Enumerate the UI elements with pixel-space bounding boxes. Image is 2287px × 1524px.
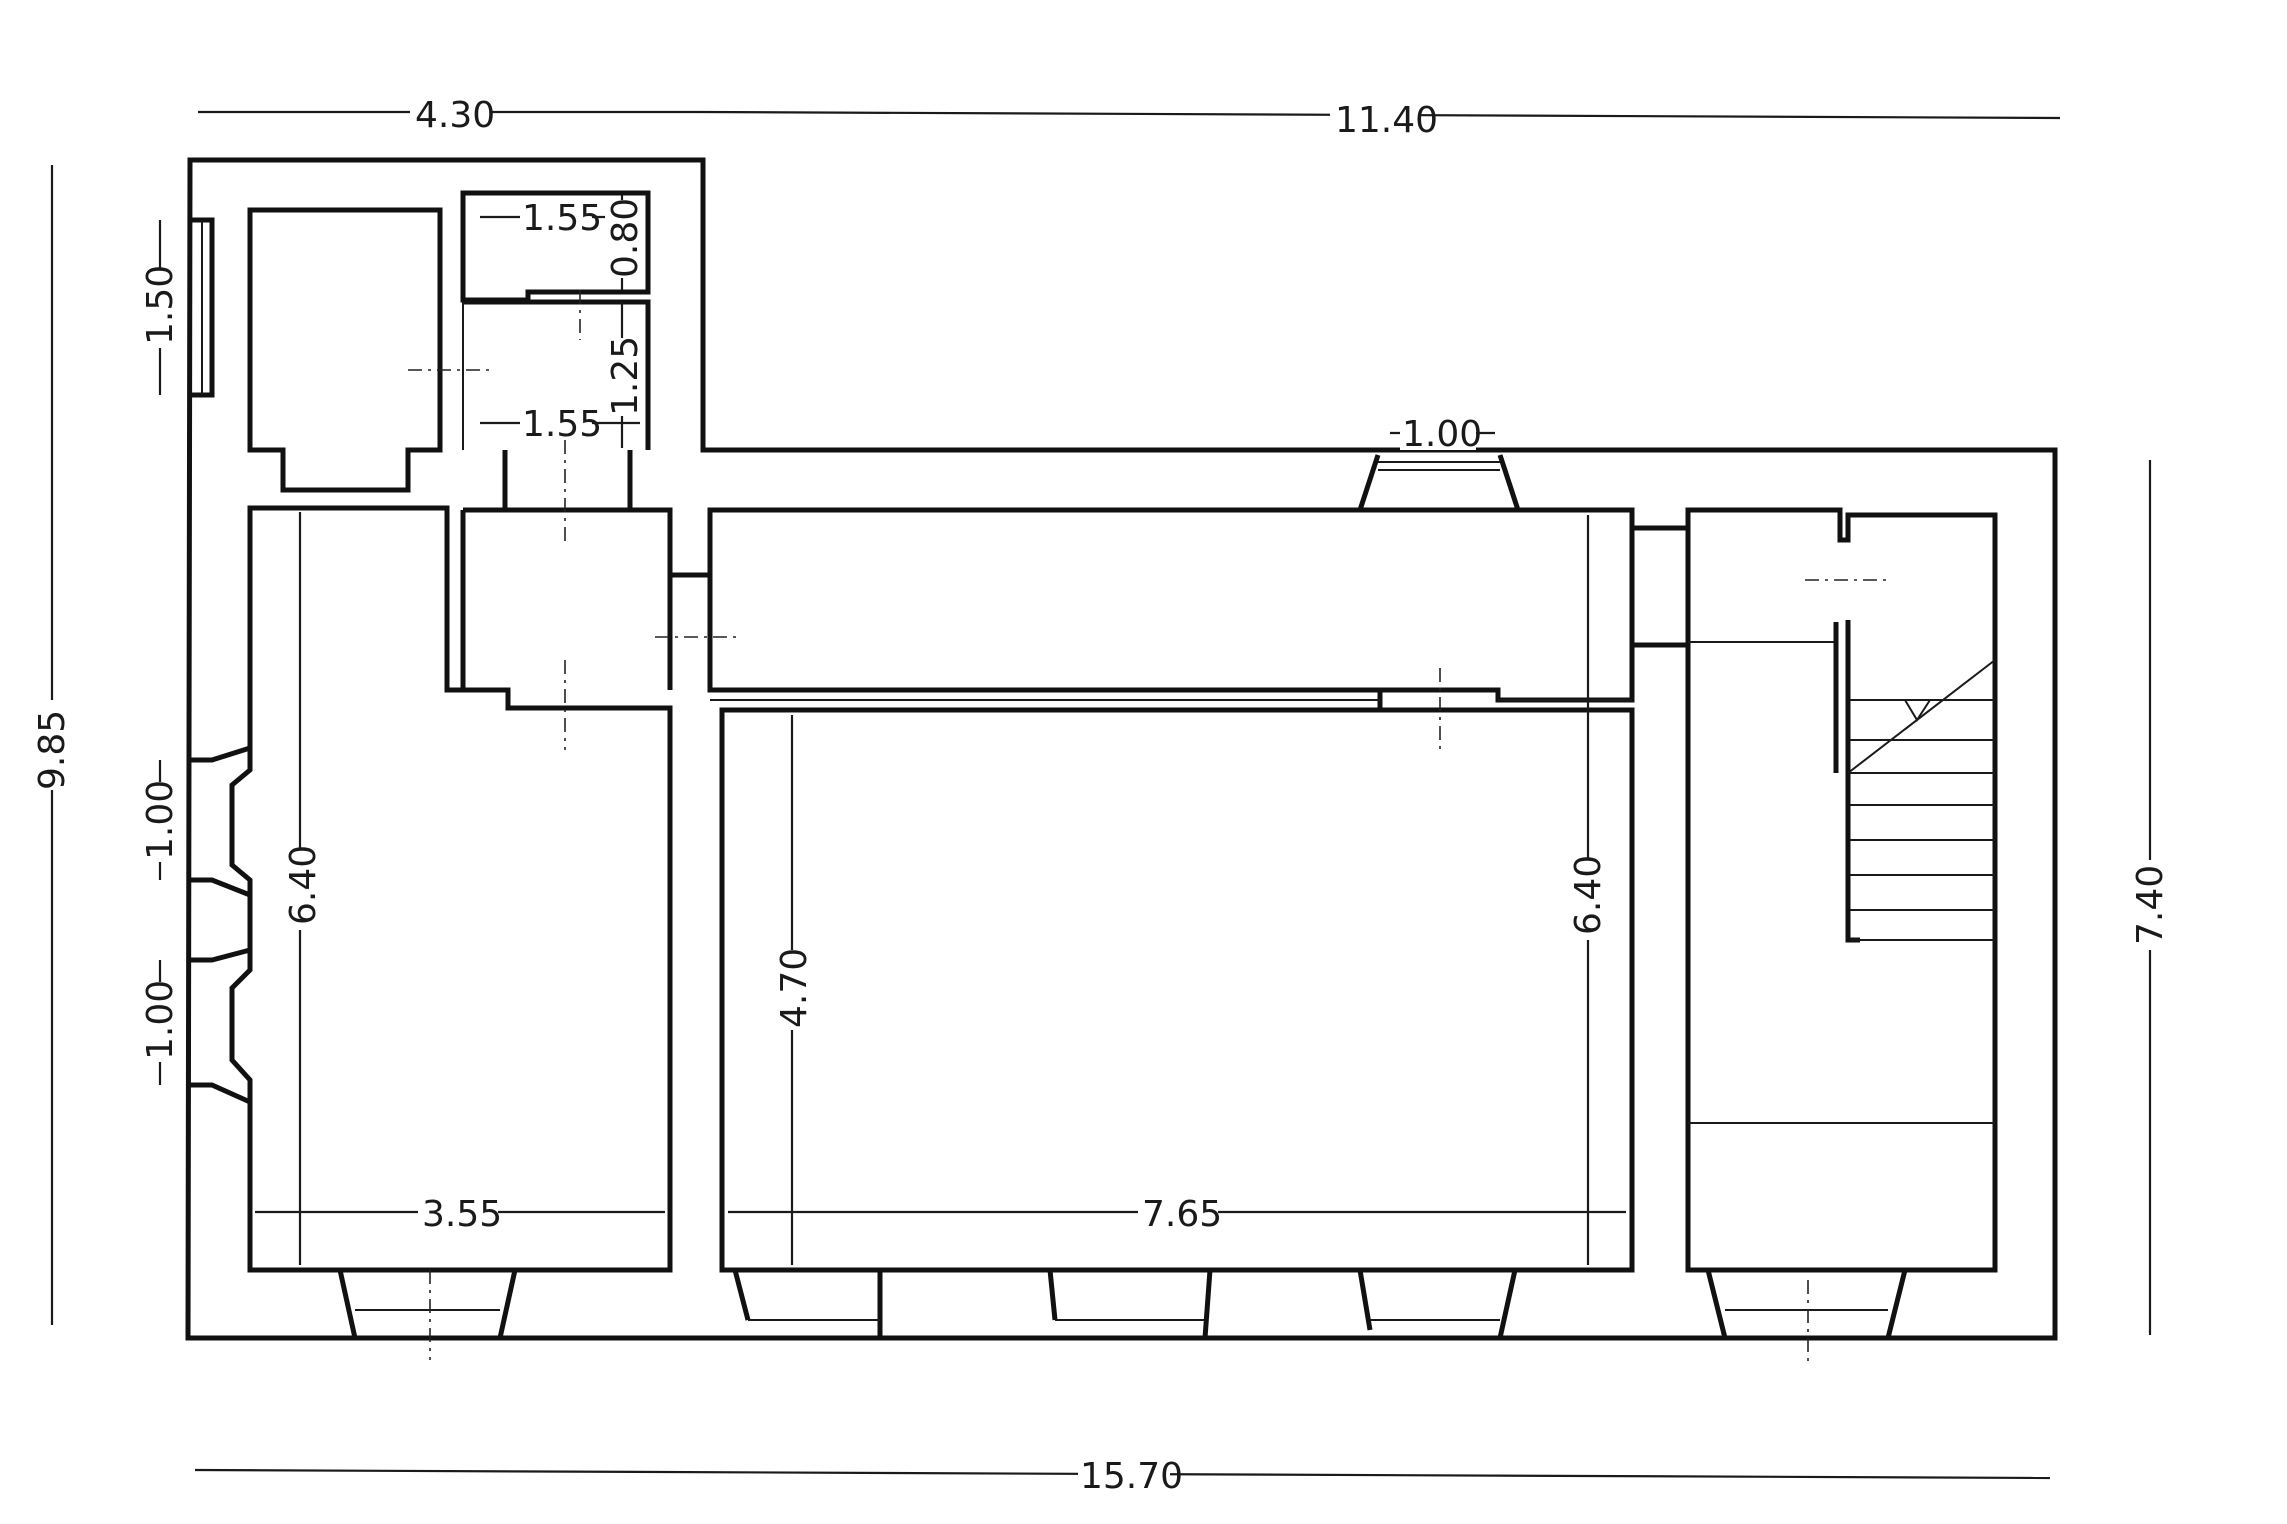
interior-walls <box>190 190 1998 1339</box>
dim-room-left-height: 6.40 <box>283 845 324 925</box>
dim-left-opening-mid: 1.00 <box>140 780 181 860</box>
outer-walls <box>185 157 2058 1341</box>
dimension-labels: 4.30 11.40 15.70 9.85 7.40 1.50 1.00 1.0… <box>30 92 2172 1497</box>
dim-room-left-width: 3.55 <box>422 1194 502 1235</box>
dim-room-main-height: 6.40 <box>1568 855 1609 935</box>
dim-bottom-total: 15.70 <box>1080 1456 1183 1497</box>
dim-room-main-height-inner: 4.70 <box>774 948 815 1028</box>
dim-wc-depth-top: 0.80 <box>605 198 646 278</box>
dim-left-opening-top: 1.50 <box>140 265 181 345</box>
staircase <box>1847 659 1996 941</box>
dim-wc-width-bottom: 1.55 <box>522 404 602 445</box>
dim-room-main-width: 7.65 <box>1142 1194 1222 1235</box>
axis-marks <box>408 290 1890 1365</box>
dim-left-opening-low: 1.00 <box>140 980 181 1060</box>
dim-top-left: 4.30 <box>415 95 495 136</box>
dim-wc-depth-bottom: 1.25 <box>605 336 646 416</box>
dim-top-right: 11.40 <box>1335 100 1438 141</box>
dimension-lines <box>50 110 2152 1480</box>
dim-wc-width-top: 1.55 <box>522 198 602 239</box>
dim-opening-top-wall: 1.00 <box>1402 414 1482 455</box>
dim-right-total: 7.40 <box>2130 865 2171 945</box>
dim-left-total: 9.85 <box>32 710 73 790</box>
